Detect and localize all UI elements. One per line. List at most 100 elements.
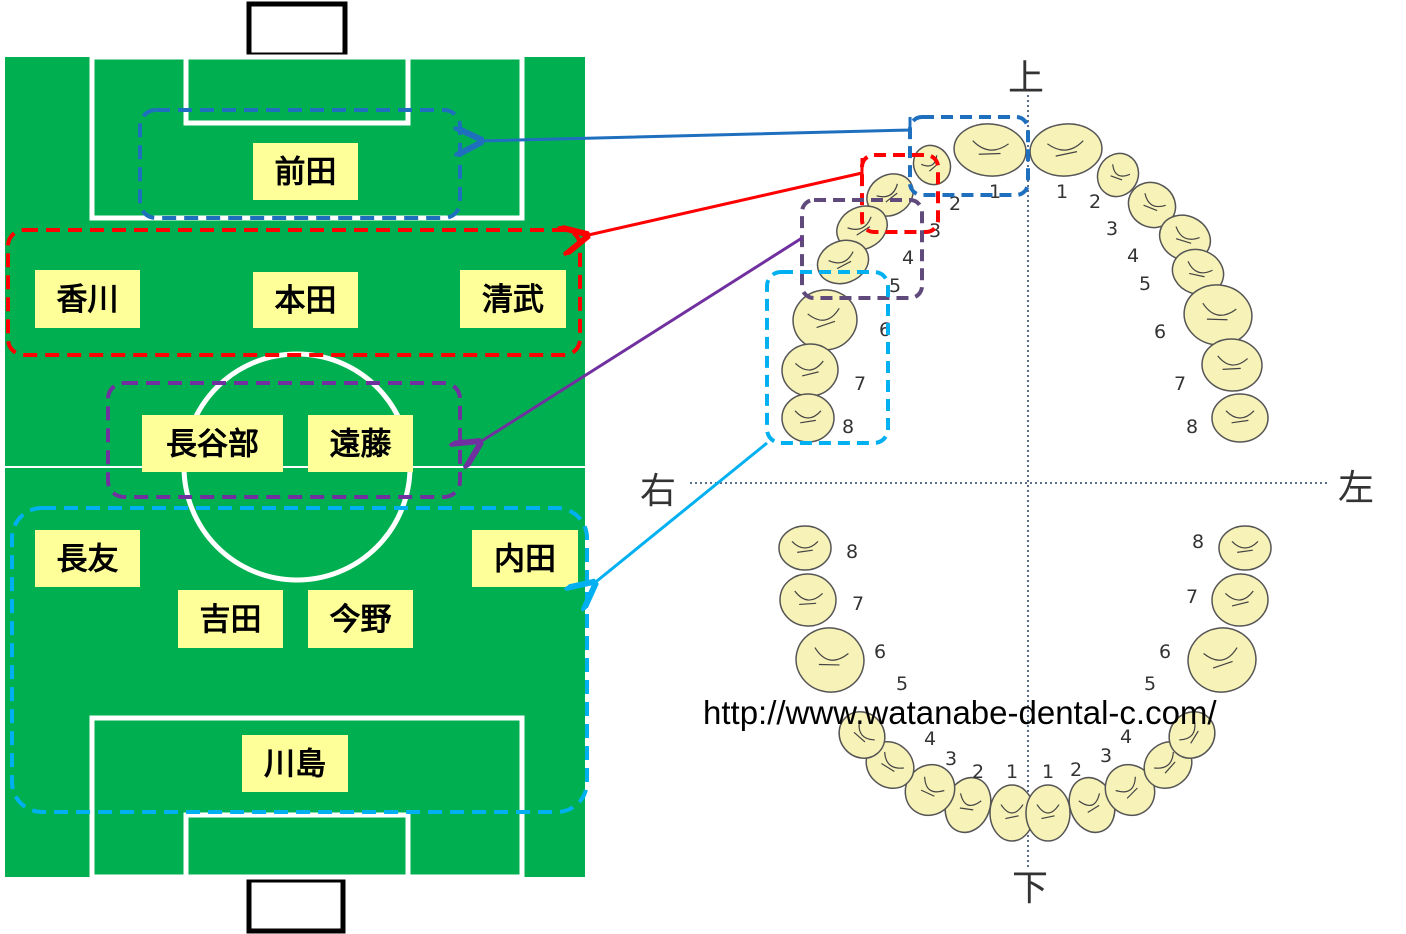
tooth-number-lower-left-5: 5 [1144, 673, 1156, 695]
tooth-number-upper-right-1: 1 [989, 181, 1001, 203]
player-label-box [178, 590, 283, 648]
bottom-goal [246, 877, 346, 934]
player-name: 清武 [482, 282, 544, 318]
tooth-number-upper-left-5: 5 [1139, 273, 1151, 295]
tooth-number-upper-right-4: 4 [902, 247, 914, 269]
tooth-upper-right-3 [866, 173, 914, 217]
player-honda: 本田 [253, 272, 358, 328]
player-konno: 今野 [308, 590, 413, 648]
tooth-number-lower-left-1: 1 [1042, 761, 1054, 783]
player-name: 吉田 [200, 602, 262, 638]
player-yoshida: 吉田 [178, 590, 283, 648]
player-label-box [308, 590, 413, 648]
player-name: 長谷部 [166, 427, 259, 463]
tooth-number-lower-right-4: 4 [924, 728, 936, 750]
tooth-number-upper-right-2: 2 [949, 193, 961, 215]
player-hasebe: 長谷部 [142, 415, 283, 472]
arrow-lightblue [592, 441, 768, 585]
player-label-box [460, 270, 566, 328]
tooth-number-upper-left-8: 8 [1186, 416, 1198, 438]
top-goal-area [183, 54, 411, 126]
tooth-number-lower-right-1: 1 [1006, 761, 1018, 783]
player-label-box [35, 530, 140, 587]
label-left: 左 [1338, 468, 1374, 509]
tooth-number-lower-left-6: 6 [1159, 641, 1171, 663]
label-right: 右 [640, 471, 676, 512]
tooth-upper-right-7 [781, 343, 839, 397]
arrow-blue [478, 117, 912, 141]
tooth-lower-right-1 [989, 784, 1035, 842]
tooth-number-lower-left-4: 4 [1120, 726, 1132, 748]
player-label-box [472, 530, 578, 587]
arrow-red [584, 158, 864, 236]
forward-group-box [138, 108, 462, 220]
tooth-number-lower-left-7: 7 [1186, 586, 1198, 608]
tooth-number-upper-left-7: 7 [1174, 373, 1186, 395]
player-name: 本田 [275, 283, 337, 319]
tooth-upper-left-1 [1029, 123, 1103, 177]
player-kiyotake: 清武 [460, 270, 566, 328]
defense-group-box [10, 506, 589, 814]
tooth-number-upper-right-3: 3 [929, 220, 941, 242]
player-label-box [242, 735, 348, 792]
tooth-upper-left-8 [1211, 393, 1269, 443]
player-label-box [253, 143, 358, 200]
arrow-purple [477, 236, 803, 444]
tooth-number-upper-right-7: 7 [854, 373, 866, 395]
tooth-number-upper-left-4: 4 [1127, 245, 1139, 267]
tooth-number-upper-right-5: 5 [889, 275, 901, 297]
player-kawashima: 川島 [242, 735, 348, 792]
top-goal [246, 1, 348, 58]
player-name: 遠藤 [330, 427, 393, 463]
tooth-lower-left-1 [1025, 784, 1071, 842]
tooth-lower-left-6 [1187, 627, 1257, 693]
tooth-number-lower-right-3: 3 [945, 748, 957, 770]
player-maeda: 前田 [253, 143, 358, 200]
tooth-lower-right-5 [838, 711, 886, 759]
player-name: 前田 [275, 155, 337, 191]
tooth-lower-left-8 [1218, 525, 1272, 571]
tooth-lower-right-8 [778, 525, 832, 571]
player-name: 川島 [264, 747, 326, 783]
tooth-lower-right-7 [779, 573, 837, 627]
tooth-upper-left-6 [1183, 284, 1253, 346]
source-url: http://www.watanabe-dental-c.com/ [703, 694, 1217, 731]
player-name: 内田 [494, 542, 556, 578]
bottom-goal-area [183, 812, 411, 880]
label-up: 上 [1008, 58, 1044, 99]
tooth-number-lower-left-3: 3 [1100, 745, 1112, 767]
tooth-number-upper-right-8: 8 [842, 416, 854, 438]
player-uchida: 内田 [472, 530, 578, 587]
tooth-number-lower-right-7: 7 [852, 593, 864, 615]
player-name: 香川 [57, 282, 119, 318]
tooth-lower-left-5 [1168, 711, 1216, 759]
tooth-upper-right-8 [781, 393, 835, 443]
player-label-box [35, 270, 140, 328]
tooth-number-upper-left-2: 2 [1089, 191, 1101, 213]
tooth-lower-left-7 [1211, 573, 1269, 627]
tooth-upper-left-5 [1171, 248, 1225, 296]
tooth-upper-left-7 [1201, 338, 1263, 392]
tooth-number-lower-right-8: 8 [846, 541, 858, 563]
player-kagawa: 香川 [35, 270, 140, 328]
tooth-number-lower-right-5: 5 [896, 673, 908, 695]
premolar-box [800, 198, 924, 300]
tooth-number-lower-left-2: 2 [1070, 759, 1082, 781]
molar-box [765, 270, 890, 445]
tooth-number-upper-left-6: 6 [1154, 321, 1166, 343]
incisor-box [908, 115, 1030, 197]
player-label-box [253, 272, 358, 328]
tooth-number-lower-right-2: 2 [972, 761, 984, 783]
lateral-box [860, 153, 940, 234]
tooth-lower-right-6 [795, 627, 865, 693]
tooth-upper-right-4 [836, 205, 888, 251]
attacking-mid-group-box [6, 228, 582, 357]
tooth-upper-left-2 [1096, 152, 1140, 198]
player-nagatomo: 長友 [35, 530, 140, 587]
tooth-number-lower-right-6: 6 [874, 641, 886, 663]
player-name: 今野 [330, 602, 392, 638]
tooth-upper-right-1 [953, 123, 1027, 177]
